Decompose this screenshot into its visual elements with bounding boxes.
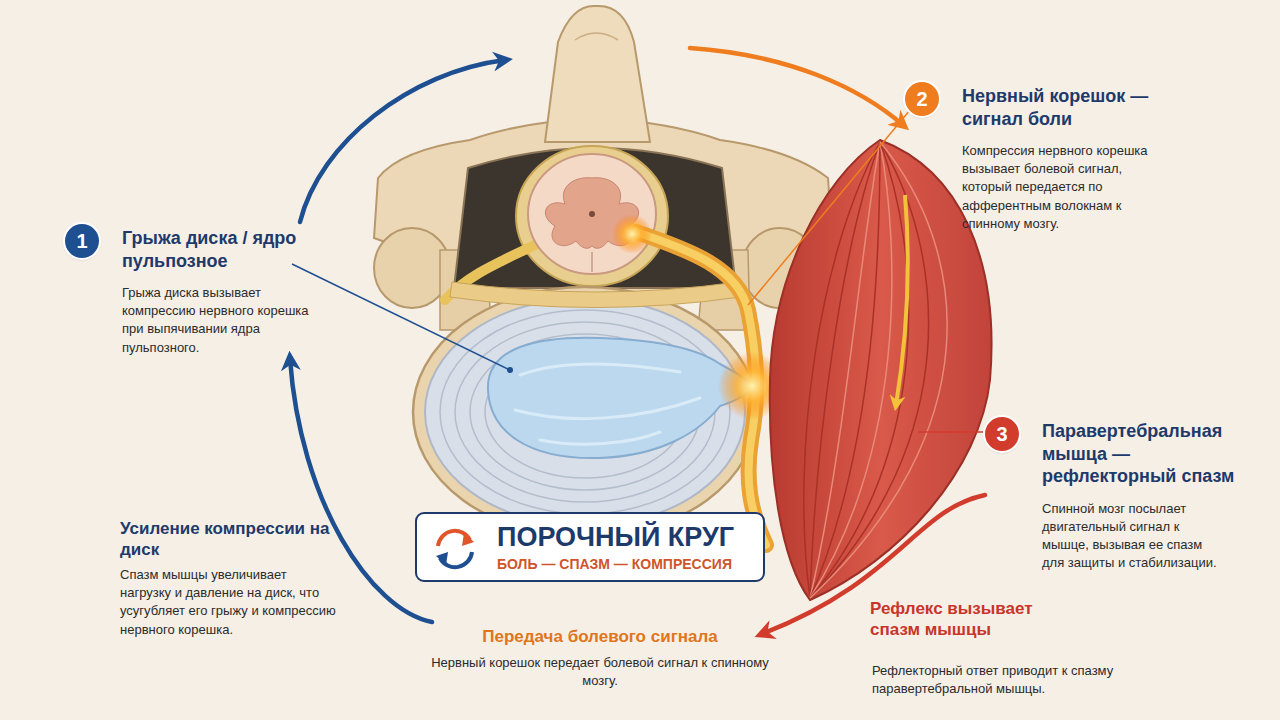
- cycle-arrow: [300, 60, 505, 222]
- callout-heading: Нервный корешок — сигнал боли: [962, 80, 1152, 130]
- spinous-process: [545, 6, 650, 142]
- callout-heading: Грыжа диска / ядро пульпозное: [122, 222, 297, 272]
- callout-group: 3 Паравертебральная мышца — рефлекторный …: [985, 415, 1245, 572]
- facet-joint: [374, 228, 450, 308]
- cycle-connector: [290, 359, 985, 634]
- muscle-fiber: [810, 142, 880, 598]
- box-title: ПОРОЧНЫЙ КРУГ: [497, 521, 755, 553]
- nucleus-pulposus: [488, 338, 754, 458]
- muscle-fiber: [810, 142, 947, 598]
- step-heading: Усиление компрессии на диск: [120, 518, 335, 561]
- muscle-fiber: [810, 142, 929, 598]
- cycle-icon-arc: [438, 531, 470, 546]
- cycle-title-box: ПОРОЧНЫЙ КРУГ БОЛЬ — СПАЗМ — КОМПРЕССИЯ: [415, 512, 765, 582]
- bone-contour: [575, 33, 618, 40]
- cycle-icon-head: [462, 533, 474, 546]
- muscle-fiber: [810, 142, 880, 598]
- leader-dot: [507, 367, 513, 373]
- leader-line: [292, 264, 510, 370]
- muscle-fiber: [810, 142, 909, 598]
- cycle-connector: [300, 48, 903, 222]
- paravertebral-muscle: [770, 140, 992, 600]
- median-fissure: [591, 252, 593, 272]
- step-note: Нервный корешок передает болевой сигнал …: [430, 654, 770, 690]
- step-note: Спазм мышцы увеличивает нагрузку и давле…: [120, 566, 340, 639]
- spinal-cord: [528, 154, 656, 274]
- callout-body: Грыжа диска вызывает компрессию нервного…: [122, 284, 327, 357]
- callout-group: 2 Нервный корешок — сигнал болиКомпрессия…: [905, 80, 1180, 233]
- cycle-icon-head: [436, 552, 448, 565]
- muscle-fiber: [810, 142, 880, 598]
- callout-number: 2: [905, 82, 939, 116]
- muscle-fiber: [810, 142, 892, 598]
- signal-arrow: [896, 195, 908, 405]
- cycle-arrow: [690, 48, 903, 125]
- leader-line: [748, 110, 910, 305]
- muscle-fibers: [804, 142, 947, 598]
- vertebral-body: [413, 287, 757, 537]
- callout-heading: Паравертебральная мышца — рефлекторный с…: [1042, 415, 1237, 488]
- callout-number: 1: [65, 224, 99, 258]
- callout-group: 1 Грыжа диска / ядро пульпозноеГрыжа диск…: [65, 222, 335, 357]
- pain-glow: [612, 214, 652, 254]
- box-subtitle: БОЛЬ — СПАЗМ — КОМПРЕССИЯ: [497, 555, 755, 573]
- step-heading: Рефлекс вызывает спазм мышцы: [870, 598, 1070, 641]
- cycle-arrow: [290, 359, 432, 622]
- step-heading: Передача болевого сигнала: [430, 626, 770, 647]
- cycle-icon-arc: [440, 552, 472, 567]
- ligament: [450, 282, 740, 308]
- nucleus-texture: [515, 364, 700, 444]
- muscle-fiber: [804, 142, 880, 598]
- callout-body: Компрессия нервного корешка вызывает бол…: [962, 142, 1157, 233]
- dura-mater: [516, 146, 668, 286]
- callout-number: 3: [985, 417, 1019, 451]
- central-canal: [589, 211, 595, 217]
- step-note: Рефлекторный ответ приводит к спазму пар…: [872, 662, 1122, 698]
- callout-body: Спинной мозг посылает двигательный сигна…: [1042, 500, 1227, 573]
- leader-line: [918, 431, 983, 433]
